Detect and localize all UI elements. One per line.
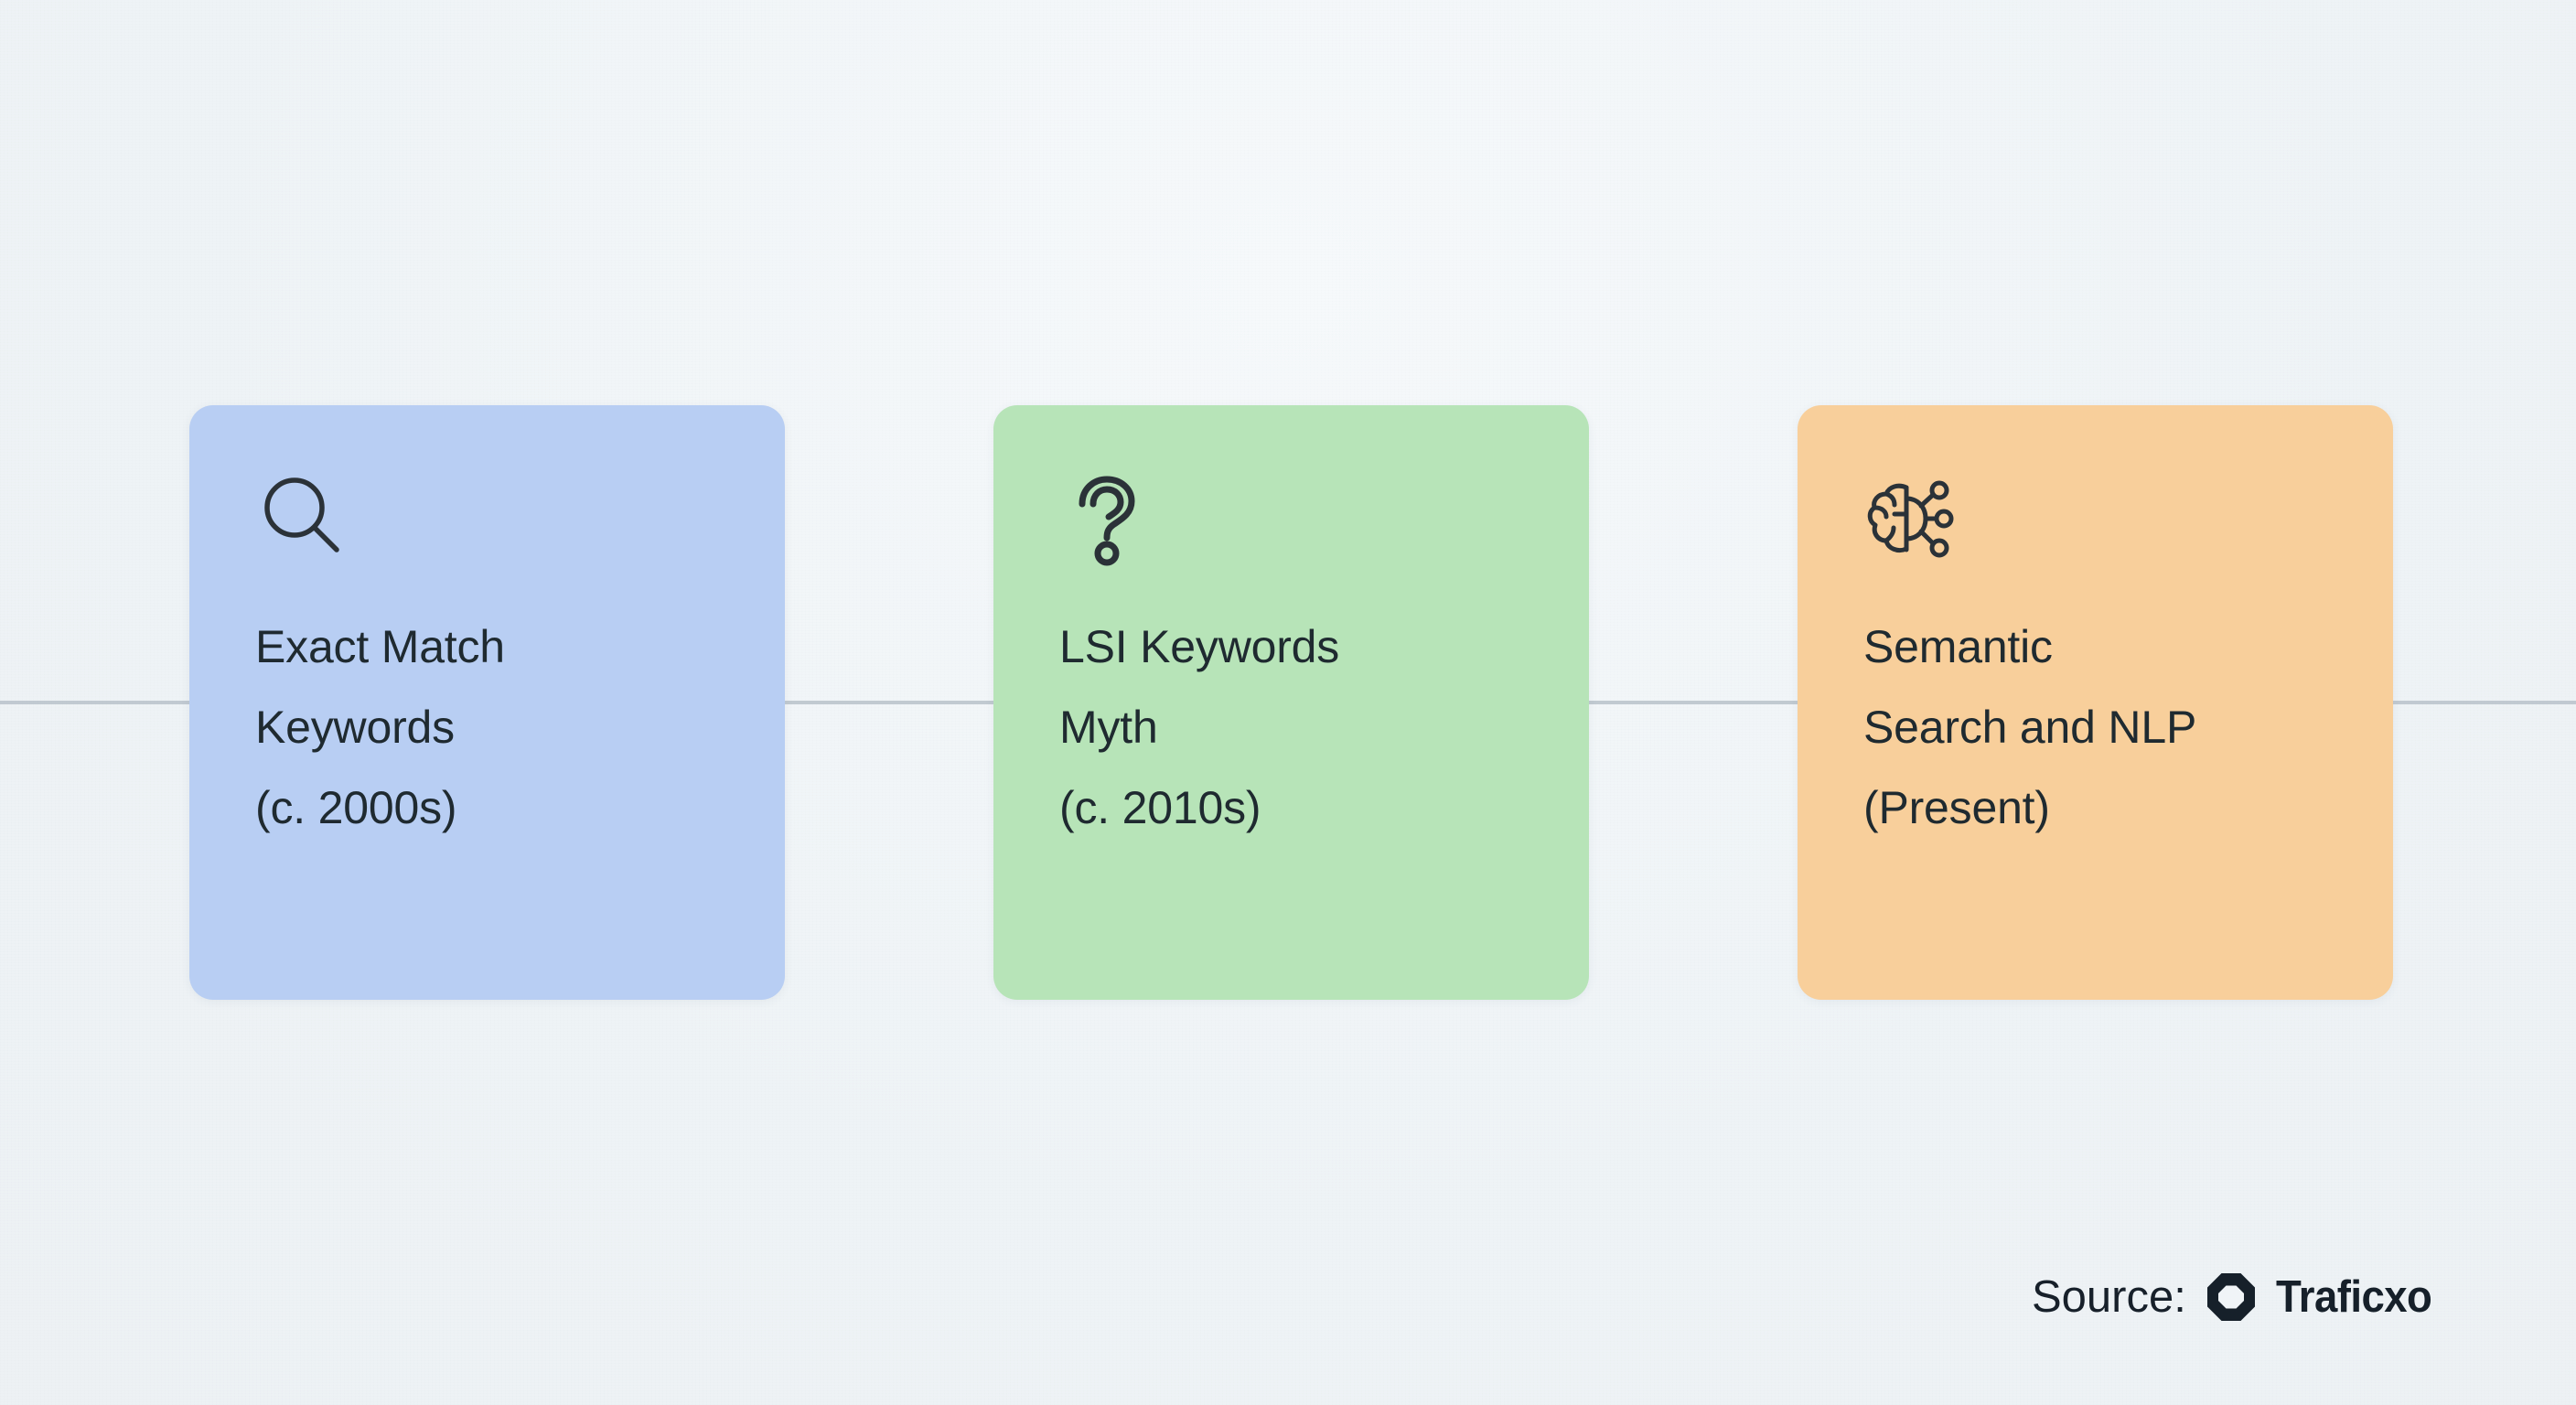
octagon-logo-icon <box>2206 1272 2256 1322</box>
question-mark-icon <box>1059 471 1154 566</box>
timeline-card-lsi-keywords-myth[interactable]: LSI Keywords Myth (c. 2010s) <box>993 405 1589 1000</box>
timeline-card-exact-match-keywords[interactable]: Exact Match Keywords (c. 2000s) <box>189 405 785 1000</box>
magnifier-search-icon <box>255 471 350 566</box>
timeline-card-label: Exact Match Keywords (c. 2000s) <box>255 621 505 833</box>
timeline-card-label: Semantic Search and NLP (Present) <box>1863 621 2197 833</box>
timeline-card-label: LSI Keywords Myth (c. 2010s) <box>1059 621 1340 833</box>
brain-network-ai-icon <box>1863 471 1959 566</box>
source-label: Source: <box>2032 1271 2186 1322</box>
timeline-card-semantic-search-nlp[interactable]: Semantic Search and NLP (Present) <box>1798 405 2393 1000</box>
timeline-card-row: Exact Match Keywords (c. 2000s) LSI Keyw… <box>0 405 2576 1000</box>
brand-name: Traficxo <box>2275 1271 2432 1322</box>
source-attribution: Source: Traficxo <box>2032 1270 2443 1325</box>
